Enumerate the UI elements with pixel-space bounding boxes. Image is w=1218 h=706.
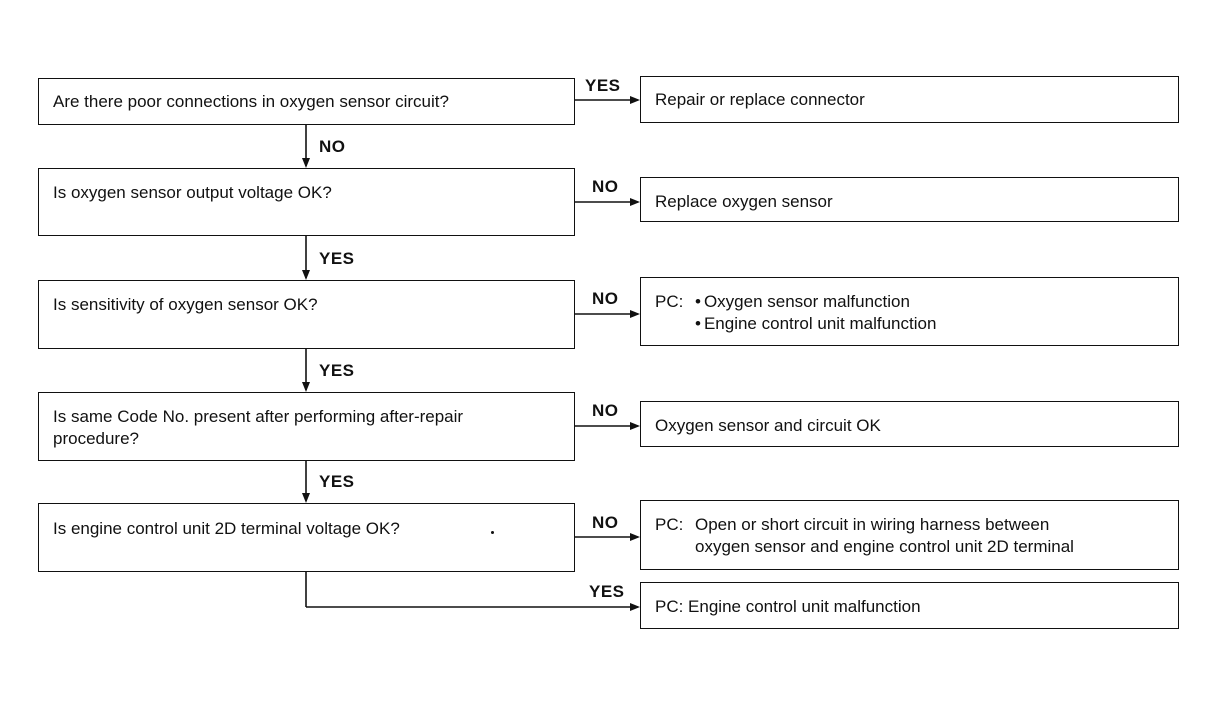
result-box-repair-connector: Repair or replace connector [640,76,1179,123]
arrowhead-down [302,493,310,503]
branch-label-no: NO [592,177,619,196]
probable-cause-prefix: PC: [655,515,684,534]
arrowhead-right [630,198,640,206]
result-box-probable-cause-wiring: PC: Open or short circuit in wiring harn… [640,500,1179,570]
question-text: Are there poor connections in oxygen sen… [53,92,449,111]
arrowhead-right [630,603,640,611]
result-text: Oxygen sensor and circuit OK [655,416,881,435]
result-text: Replace oxygen sensor [655,192,833,211]
branch-label-no: NO [592,513,619,532]
result-content: PC: Oxygen sensor malfunction Engine con… [655,291,1170,335]
question-text: Is engine control unit 2D terminal volta… [53,519,400,538]
question-box-output-voltage: Is oxygen sensor output voltage OK? [38,168,575,236]
question-box-poor-connections: Are there poor connections in oxygen sen… [38,78,575,125]
result-box-ecu-malfunction: PC: Engine control unit malfunction [640,582,1179,629]
branch-label-yes: YES [589,582,625,601]
stray-dot-mark [491,531,494,534]
question-box-2d-terminal-voltage: Is engine control unit 2D terminal volta… [38,503,575,572]
arrowhead-down [302,158,310,168]
question-line: Is same Code No. present after performin… [53,407,464,426]
question-text: Is sensitivity of oxygen sensor OK? [53,295,318,314]
arrowhead-right [630,422,640,430]
flow-label-yes: YES [319,361,355,380]
result-text: PC: Engine control unit malfunction [655,597,921,616]
result-box-replace-sensor: Replace oxygen sensor [640,177,1179,222]
branch-label-no: NO [592,401,619,420]
probable-cause-list: Oxygen sensor malfunction Engine control… [695,291,1170,335]
result-content: PC: Open or short circuit in wiring harn… [655,514,1170,558]
arrowhead-right [630,310,640,318]
arrowhead-right [630,96,640,104]
probable-cause-item: Engine control unit malfunction [695,313,1170,335]
question-box-sensitivity: Is sensitivity of oxygen sensor OK? [38,280,575,349]
flow-label-yes: YES [319,249,355,268]
probable-cause-prefix: PC: [655,292,684,311]
arrowhead-down [302,382,310,392]
question-box-same-code: Is same Code No. present after performin… [38,392,575,461]
arrowhead-right [630,533,640,541]
result-text: Repair or replace connector [655,90,865,109]
branch-label-no: NO [592,289,619,308]
probable-cause-line: oxygen sensor and engine control unit 2D… [695,537,1074,556]
question-line: procedure? [53,429,140,448]
question-text: Is oxygen sensor output voltage OK? [53,183,332,202]
probable-cause-item: Oxygen sensor malfunction [695,291,1170,313]
flow-label-yes: YES [319,472,355,491]
flow-label-no: NO [319,137,346,156]
result-box-probable-cause-sensitivity: PC: Oxygen sensor malfunction Engine con… [640,277,1179,346]
probable-cause-line: Open or short circuit in wiring harness … [695,515,1050,534]
result-box-sensor-circuit-ok: Oxygen sensor and circuit OK [640,401,1179,447]
branch-label-yes: YES [585,76,621,95]
probable-cause-list: Open or short circuit in wiring harness … [695,514,1170,558]
arrowhead-down [302,270,310,280]
